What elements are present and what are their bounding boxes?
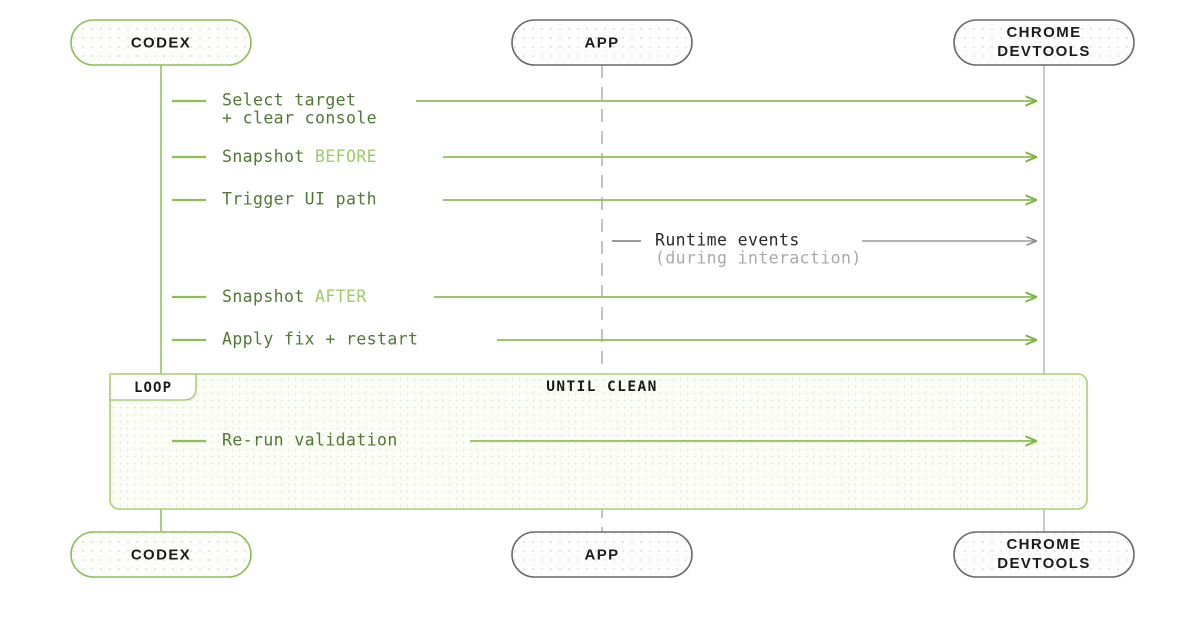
message-label-line-2: + clear console	[222, 109, 377, 128]
participant-app-bottom[interactable]: APP	[511, 531, 693, 578]
message-trigger-ui-path: Trigger UI path	[172, 190, 1036, 209]
message-label: Trigger UI path	[222, 190, 377, 209]
message-label-accent: BEFORE	[315, 147, 377, 166]
message-label-line-1: Select target	[222, 91, 356, 110]
participant-box[interactable]	[70, 531, 252, 578]
participant-box[interactable]	[511, 531, 693, 578]
participant-label: CODEX	[131, 546, 191, 563]
participant-label: APP	[584, 546, 619, 563]
message-label-primary: Snapshot	[222, 287, 315, 306]
message-label-line-1: Runtime events	[655, 231, 800, 250]
message-label: Snapshot AFTER	[222, 287, 367, 306]
participant-label-line-1: CHROME	[1006, 24, 1081, 41]
participant-box[interactable]	[511, 19, 693, 66]
message-label-primary: Snapshot	[222, 147, 315, 166]
participant-codex-bottom[interactable]: CODEX	[70, 531, 252, 578]
loop-block-tab	[109, 373, 197, 401]
participant-app-top[interactable]: APP	[511, 19, 693, 66]
participant-box[interactable]	[953, 19, 1135, 66]
message-runtime-events: Runtime events (during interaction)	[612, 231, 1036, 268]
participant-codex-top[interactable]: CODEX	[70, 19, 252, 66]
participant-box[interactable]	[70, 19, 252, 66]
participant-label: APP	[584, 34, 619, 51]
message-label-accent: AFTER	[315, 287, 367, 306]
participant-devtools-top[interactable]: CHROME DEVTOOLS	[953, 19, 1135, 66]
message-select-target: Select target + clear console	[172, 91, 1036, 128]
message-label: Apply fix + restart	[222, 330, 418, 349]
participant-label-line-1: CHROME	[1006, 536, 1081, 553]
participant-label: CODEX	[131, 34, 191, 51]
message-re-run-validation: Re-run validation	[172, 431, 1036, 450]
message-snapshot-before: Snapshot BEFORE	[172, 147, 1036, 166]
loop-tab-label: LOOP	[134, 380, 172, 396]
message-apply-fix-restart: Apply fix + restart	[172, 330, 1036, 349]
message-label: Re-run validation	[222, 431, 398, 450]
message-snapshot-after: Snapshot AFTER	[172, 287, 1036, 306]
participant-devtools-bottom[interactable]: CHROME DEVTOOLS	[953, 531, 1135, 578]
participant-label-line-2: DEVTOOLS	[997, 43, 1090, 60]
message-label: Snapshot BEFORE	[222, 147, 377, 166]
message-label-line-2: (during interaction)	[655, 249, 862, 268]
loop-condition-label: UNTIL CLEAN	[546, 379, 657, 395]
participant-label-line-2: DEVTOOLS	[997, 555, 1090, 572]
participant-box[interactable]	[953, 531, 1135, 578]
